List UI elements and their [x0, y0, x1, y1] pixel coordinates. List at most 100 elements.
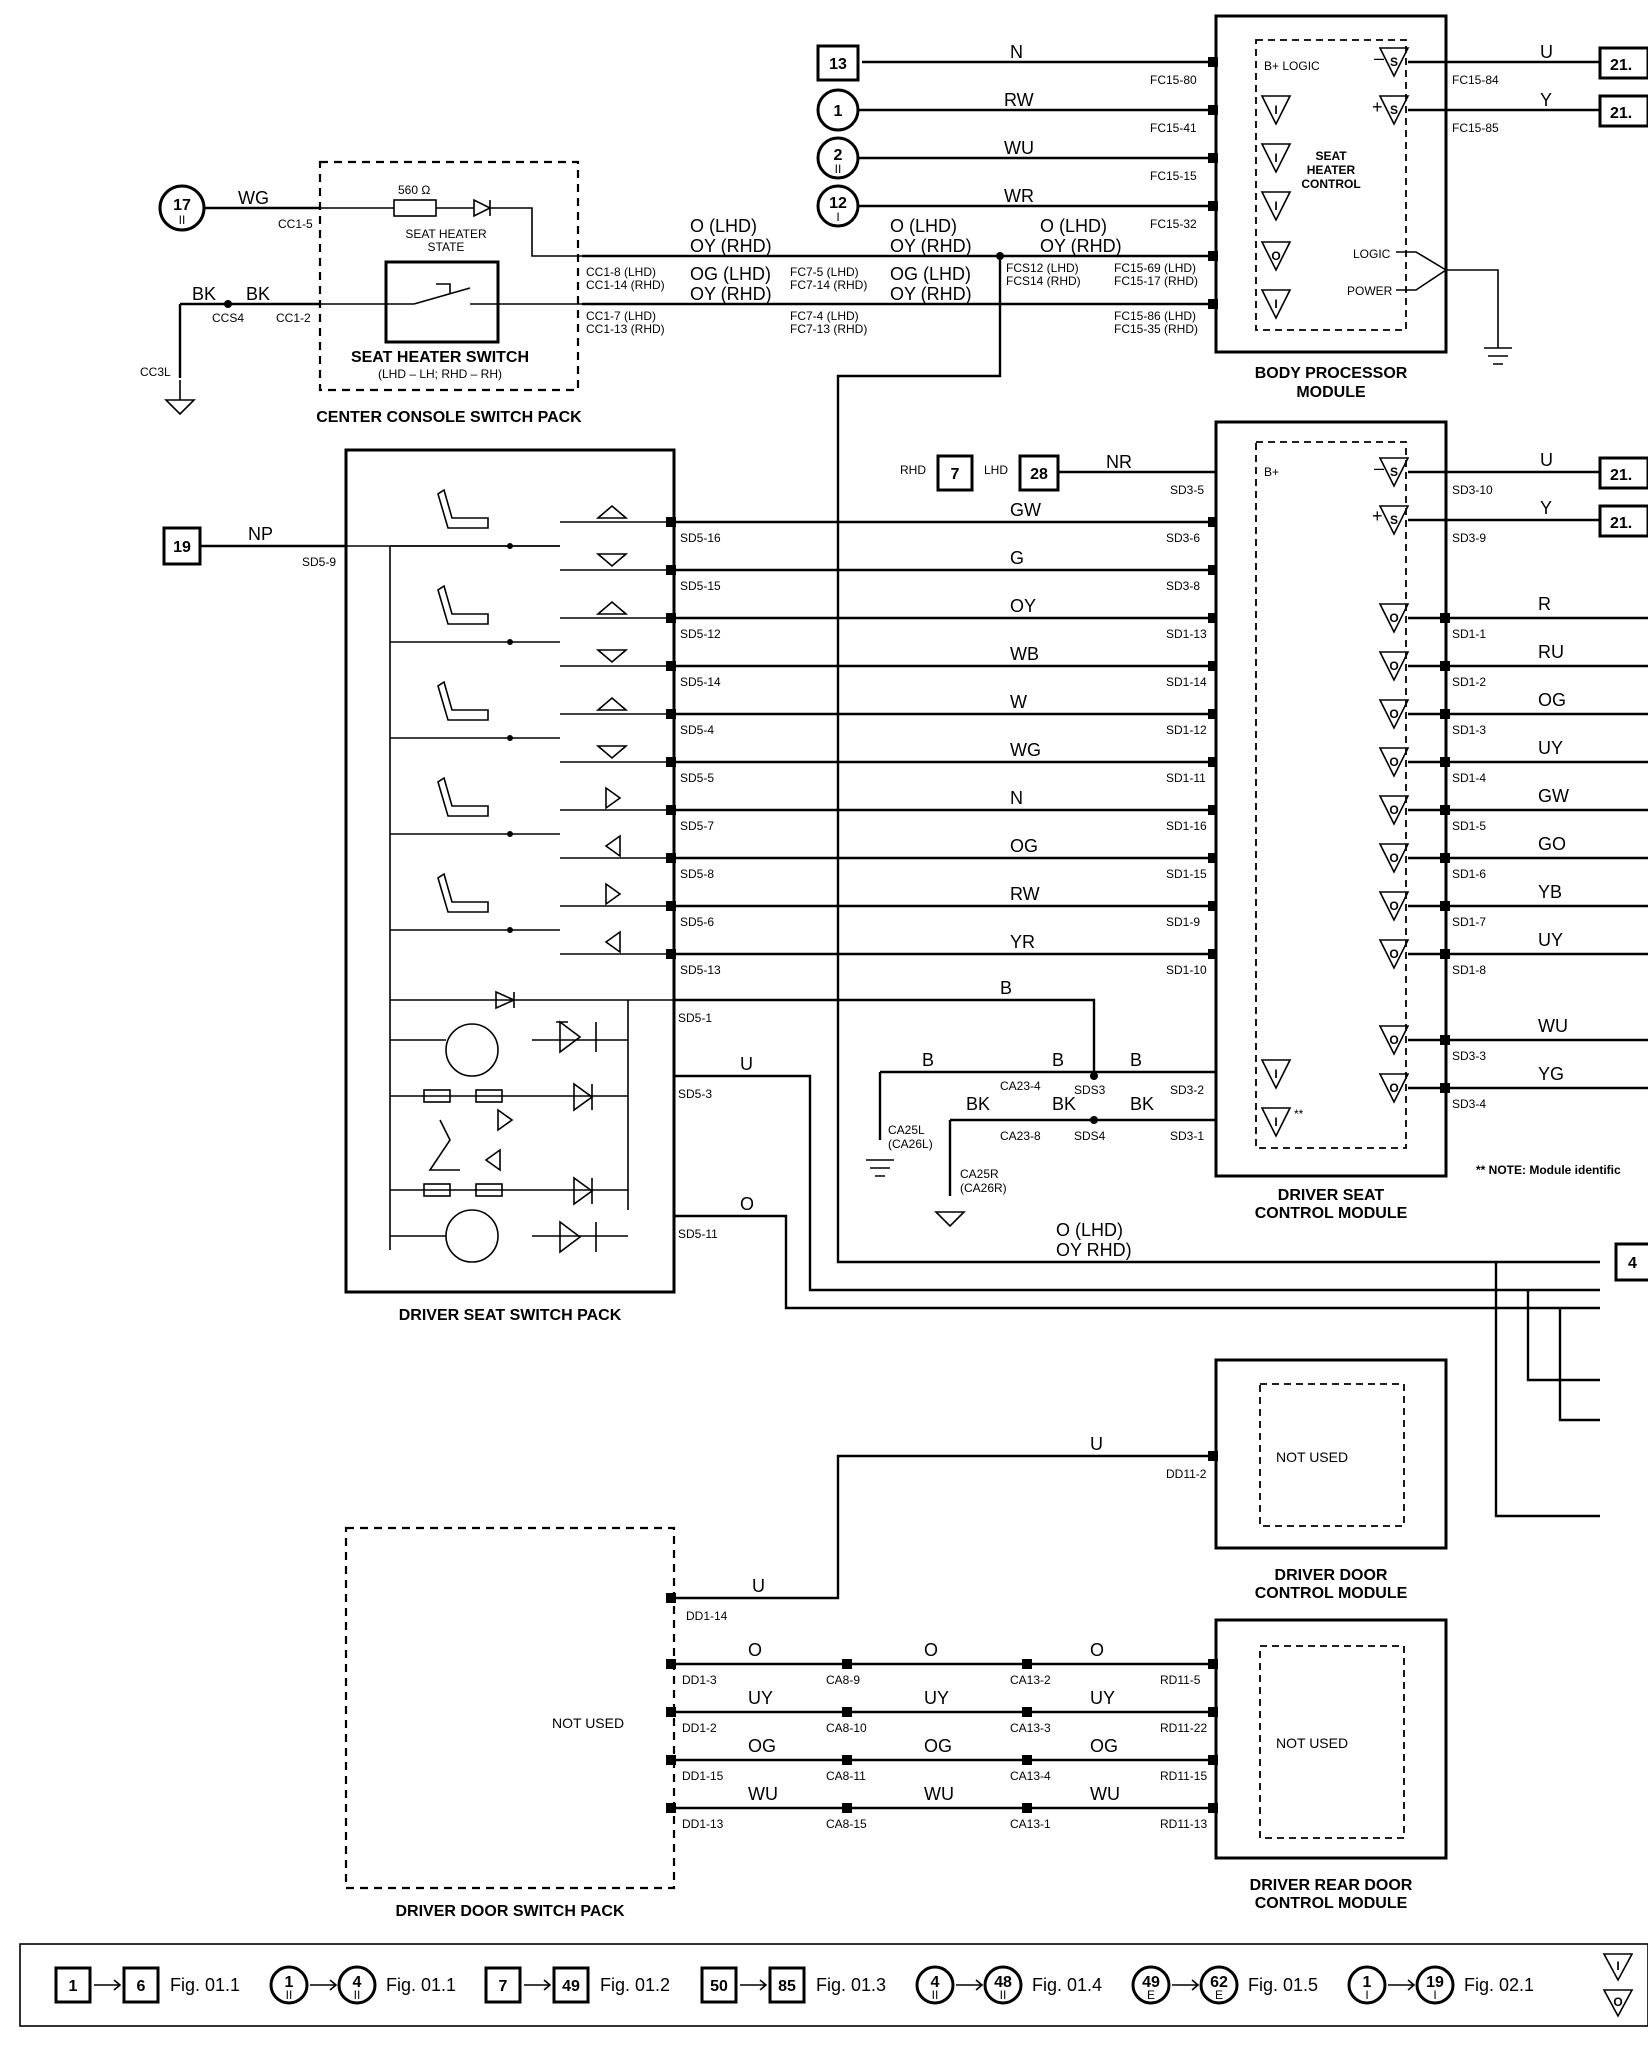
splice-sds4: [1090, 1116, 1098, 1124]
legend-from-4-value: 4: [931, 1974, 940, 1991]
conn-sds3: SDS3: [1074, 1083, 1106, 1097]
seat-sw-conn-8: SD5-6: [680, 915, 714, 929]
conn-fc15-17: FC15-17 (RHD): [1114, 274, 1198, 288]
wire-bk-1: BK: [192, 284, 216, 304]
led-label-2: STATE: [428, 240, 465, 254]
ref-17-sub: II: [179, 213, 186, 227]
legend-from-1-circle: [269, 1965, 309, 2005]
zener-diode-2: [573, 1176, 594, 1206]
dscm-i-in-sd3-2: [1260, 1059, 1292, 1090]
seat-sw-pin-6: [666, 805, 676, 815]
door-conn-dd-0: DD1-3: [682, 1673, 717, 1687]
ref-21c: 21.: [1610, 467, 1632, 484]
wire-b-label: B: [1000, 978, 1012, 998]
wire-bk-3: BK: [966, 1094, 990, 1114]
legend-from-5-circle: [1131, 1965, 1171, 2005]
door-conn-dd-2: DD1-15: [682, 1769, 724, 1783]
door-pin-2-1: [842, 1755, 852, 1765]
conn-dd1-14: DD1-14: [686, 1609, 728, 1623]
dscm-out-conn-5: SD1-6: [1452, 867, 1486, 881]
driver-seat-control-box: [1214, 420, 1448, 1178]
switch-rows-group: GWSD5-16SD3-6IGSD5-15SD3-8IOYSD5-12SD1-1…: [390, 500, 1292, 977]
dscm-out-wire-label-2: OG: [1538, 690, 1566, 710]
legend-frame: [19, 1943, 1648, 2027]
seat-sw-node-4: [507, 735, 513, 741]
dscm-right-outputs: ORSD1-1ORUSD1-2OOGSD1-3OUYSD1-4OGWSD1-5O…: [1378, 594, 1648, 1111]
door-pin-0-0: [666, 1659, 676, 1669]
dscm-wire-u: U: [1540, 450, 1553, 470]
ref-1: 1: [834, 103, 843, 120]
zener-diode-1: [573, 1082, 594, 1112]
dscm-in-conn-4: SD1-12: [1166, 723, 1207, 737]
conn-sds4: SDS4: [1074, 1129, 1106, 1143]
dscm-output-symbol-2-label: O: [1389, 707, 1398, 721]
conn-ca23-4: CA23-4: [1000, 1079, 1041, 1093]
conn-sd3-10: SD3-10: [1452, 483, 1493, 497]
ground-icon-cc3l: [164, 380, 196, 416]
door-wire-label-2-2: OG: [1090, 1736, 1118, 1756]
legend-from-5-value: 49: [1142, 1974, 1160, 1991]
seat-sw-conn-9: SD5-13: [680, 963, 721, 977]
driver-door-control-box: [1214, 1358, 1448, 1550]
label-rhd: RHD: [900, 463, 926, 477]
seat-sw-pin-2: [666, 613, 676, 623]
legend-to-2-value: 49: [562, 1978, 580, 1995]
legend-to-6-circle: [1415, 1965, 1455, 2005]
ref-circle-2: [816, 136, 860, 180]
long-wire-o-lhd: O (LHD): [1056, 1220, 1123, 1240]
legend-fig-1: Fig. 01.1: [386, 1975, 456, 1995]
dscm-sd3-out-pin-1: [1440, 1083, 1450, 1093]
conn-cc1-5: CC1-5: [278, 217, 313, 231]
dscm-output-symbol-5: [1378, 843, 1410, 874]
dds-title: DRIVER DOOR SWITCH PACK: [395, 1903, 624, 1920]
seat-arrow-icon-1: [595, 553, 629, 568]
dscm-out-wire-label-6: YB: [1538, 882, 1562, 902]
dscm-in-conn-1: SD3-8: [1166, 579, 1200, 593]
seat-row-wire-label-7: OG: [1010, 836, 1038, 856]
dscm-output-symbol-3-label: O: [1389, 755, 1398, 769]
dscm-note: ** NOTE: Module identific: [1476, 1163, 1621, 1177]
legend-from-1-sub: II: [286, 1988, 293, 2002]
conn-sd5-11: SD5-11: [678, 1227, 718, 1241]
door-conn-ca8-1: CA8-10: [826, 1721, 867, 1735]
door-pin-dd11-2: [1208, 1451, 1218, 1461]
dscm-out-wire-label-1: RU: [1538, 642, 1564, 662]
conn-ccs4: CCS4: [212, 311, 244, 325]
ref-box-21d: [1598, 504, 1648, 538]
legend-fig-4: Fig. 01.4: [1032, 1975, 1102, 1995]
conn-fc15-69: FC15-69 (LHD): [1114, 261, 1196, 275]
door-wire-label-3-1: WU: [924, 1784, 954, 1804]
ref-28: 28: [1030, 466, 1048, 483]
ref-12-sub: I: [836, 210, 839, 224]
dscm-out-pin-0: [1440, 613, 1450, 623]
conn-cc1-2: CC1-2: [276, 311, 311, 325]
ref-13: 13: [829, 56, 847, 73]
body-processor-internal-box: [1255, 39, 1407, 331]
dscm-out-wire-label-7: UY: [1538, 930, 1563, 950]
seat-arrow-icons-lower: [484, 1108, 514, 1172]
dscm-output-symbol-5-label: O: [1389, 851, 1398, 865]
legend-from-6-sub: I: [1365, 1988, 1368, 2002]
legend-from-0-value: 1: [69, 1978, 78, 1995]
dscm-in-pin-6: [1208, 805, 1218, 815]
bpm-pin-4: [1208, 251, 1218, 261]
bpm-pin-1: [1208, 105, 1218, 115]
wire-oy-rhd-2: OY (RHD): [890, 236, 972, 256]
wire-b-1: B: [922, 1050, 934, 1070]
wire-u-door-1: U: [1090, 1434, 1103, 1454]
bpm-wire-wu: WU: [1004, 138, 1034, 158]
legend-to-6-sub: I: [1433, 1988, 1436, 2002]
dscm-output-symbol-7-label: O: [1389, 947, 1398, 961]
dscm-s-out-2: [1378, 505, 1410, 536]
long-wire-oy-rhd: OY RHD): [1056, 1240, 1132, 1260]
legend-from-3-value: 50: [710, 1978, 728, 1995]
conn-sd5-9: SD5-9: [302, 555, 336, 569]
legend-from-2-box: [484, 1966, 522, 2004]
door-pin-3-1: [842, 1803, 852, 1813]
seat-arrow-icon-3: [595, 649, 629, 664]
